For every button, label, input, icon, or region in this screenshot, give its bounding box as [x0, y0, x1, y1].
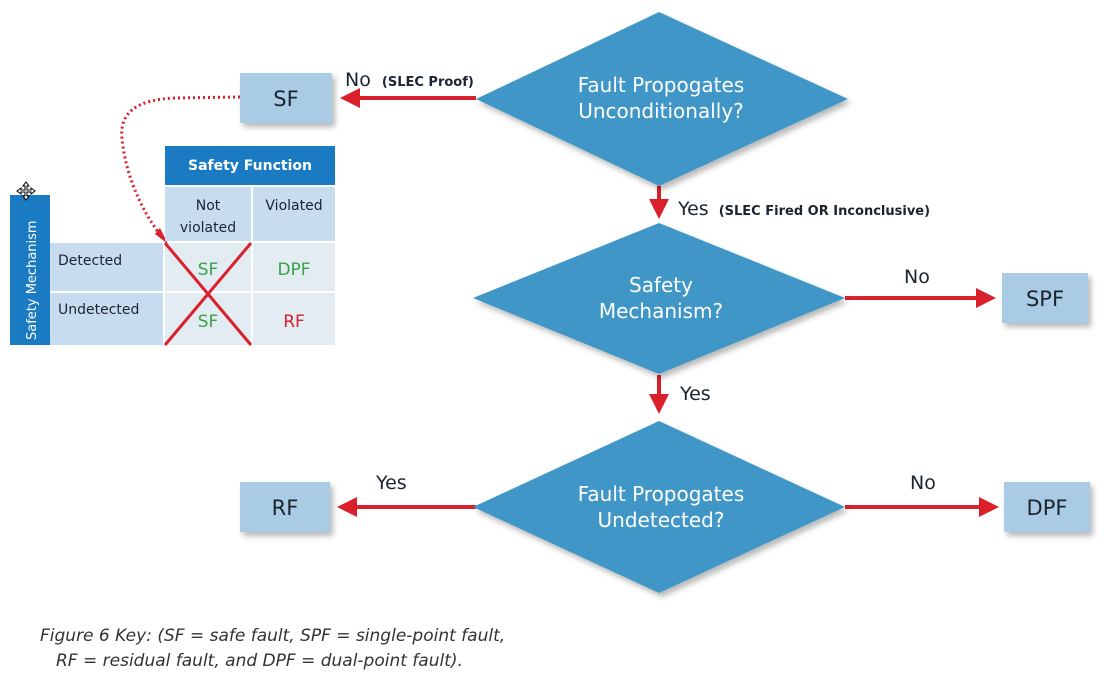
matrix-row-label: Undetected — [58, 302, 139, 318]
dotted-arrowhead — [155, 228, 168, 244]
outcome-box — [1004, 482, 1090, 532]
matrix-col-label: Violated — [265, 198, 322, 214]
diamond-label: Mechanism? — [599, 299, 723, 323]
decision-undetected: Fault Propogates Undetected? — [473, 421, 845, 593]
fault-matrix: Safety Function Safety Mechanism Not vio… — [10, 146, 335, 346]
matrix-side-band — [10, 195, 50, 345]
matrix-col-label: violated — [180, 220, 236, 236]
figure-caption: Figure 6 Key: (SF = safe fault, SPF = si… — [40, 624, 660, 674]
matrix-header — [165, 146, 335, 185]
outcome-rf: RF — [240, 482, 330, 532]
flow-arrows — [337, 88, 999, 517]
outcome-label: RF — [272, 496, 299, 520]
matrix-col-violated — [253, 187, 335, 241]
matrix-side-label: Safety Mechanism — [25, 220, 40, 340]
outcome-dpf: DPF — [1004, 482, 1090, 532]
matrix-cell — [253, 243, 335, 291]
matrix-row-undetected — [50, 293, 163, 345]
edge-label-yes-slec: Yes (SLEC Fired OR Inconclusive) — [677, 198, 930, 220]
decision-safety-mechanism: Safety Mechanism? — [473, 223, 845, 374]
matrix-cell — [165, 293, 251, 345]
diamond-shape — [473, 421, 845, 593]
edge-label-main: Yes — [677, 198, 709, 220]
move-cursor-icon — [16, 181, 36, 201]
outcome-label: SPF — [1026, 287, 1064, 311]
outcome-box — [240, 73, 332, 123]
edge-label-no-spf: No — [904, 266, 930, 288]
outcome-box — [240, 482, 330, 532]
diamond-shape — [476, 12, 848, 186]
matrix-row-label: Detected — [58, 253, 122, 269]
outcome-sf: SF — [240, 73, 332, 123]
edge-label-sub: (SLEC Proof) — [382, 75, 474, 90]
dotted-connector — [120, 95, 241, 239]
matrix-cell-value: SF — [198, 260, 219, 280]
diamond-label: Fault Propogates — [578, 482, 745, 506]
diamond-shape — [473, 223, 845, 374]
matrix-cell-value: RF — [283, 312, 305, 332]
edge-label-yes-d3: Yes — [679, 383, 711, 405]
edge-label-main: No — [345, 69, 371, 91]
matrix-cross-stroke — [163, 242, 253, 346]
caption-line: RF = residual fault, and DPF = dual-poin… — [56, 651, 463, 671]
caption-line: Figure 6 Key: (SF = safe fault, SPF = si… — [40, 626, 506, 646]
diamond-label: Fault Propogates — [578, 73, 745, 97]
matrix-cell — [253, 293, 335, 345]
outcome-label: SF — [273, 87, 298, 111]
diamond-label: Unconditionally? — [578, 99, 744, 123]
outcome-box — [1002, 273, 1088, 323]
matrix-cell-value: DPF — [277, 260, 310, 280]
matrix-cell-value: SF — [198, 312, 219, 332]
matrix-col-label: Not — [196, 198, 221, 214]
matrix-header-label: Safety Function — [188, 158, 312, 174]
edge-label-sub: (SLEC Fired OR Inconclusive) — [719, 204, 930, 219]
outcome-label: DPF — [1027, 496, 1068, 520]
outcome-spf: SPF — [1002, 273, 1088, 323]
decision-unconditional: Fault Propogates Unconditionally? — [476, 12, 848, 186]
matrix-col-not-violated — [165, 187, 251, 241]
matrix-cell — [165, 243, 251, 291]
edge-label-no-dpf: No — [910, 472, 936, 494]
edge-label-yes-rf: Yes — [375, 472, 407, 494]
matrix-row-detected — [50, 243, 163, 291]
diamond-label: Undetected? — [598, 508, 725, 532]
edge-label-no-slec: No (SLEC Proof) — [345, 69, 474, 91]
diamond-label: Safety — [629, 273, 693, 297]
